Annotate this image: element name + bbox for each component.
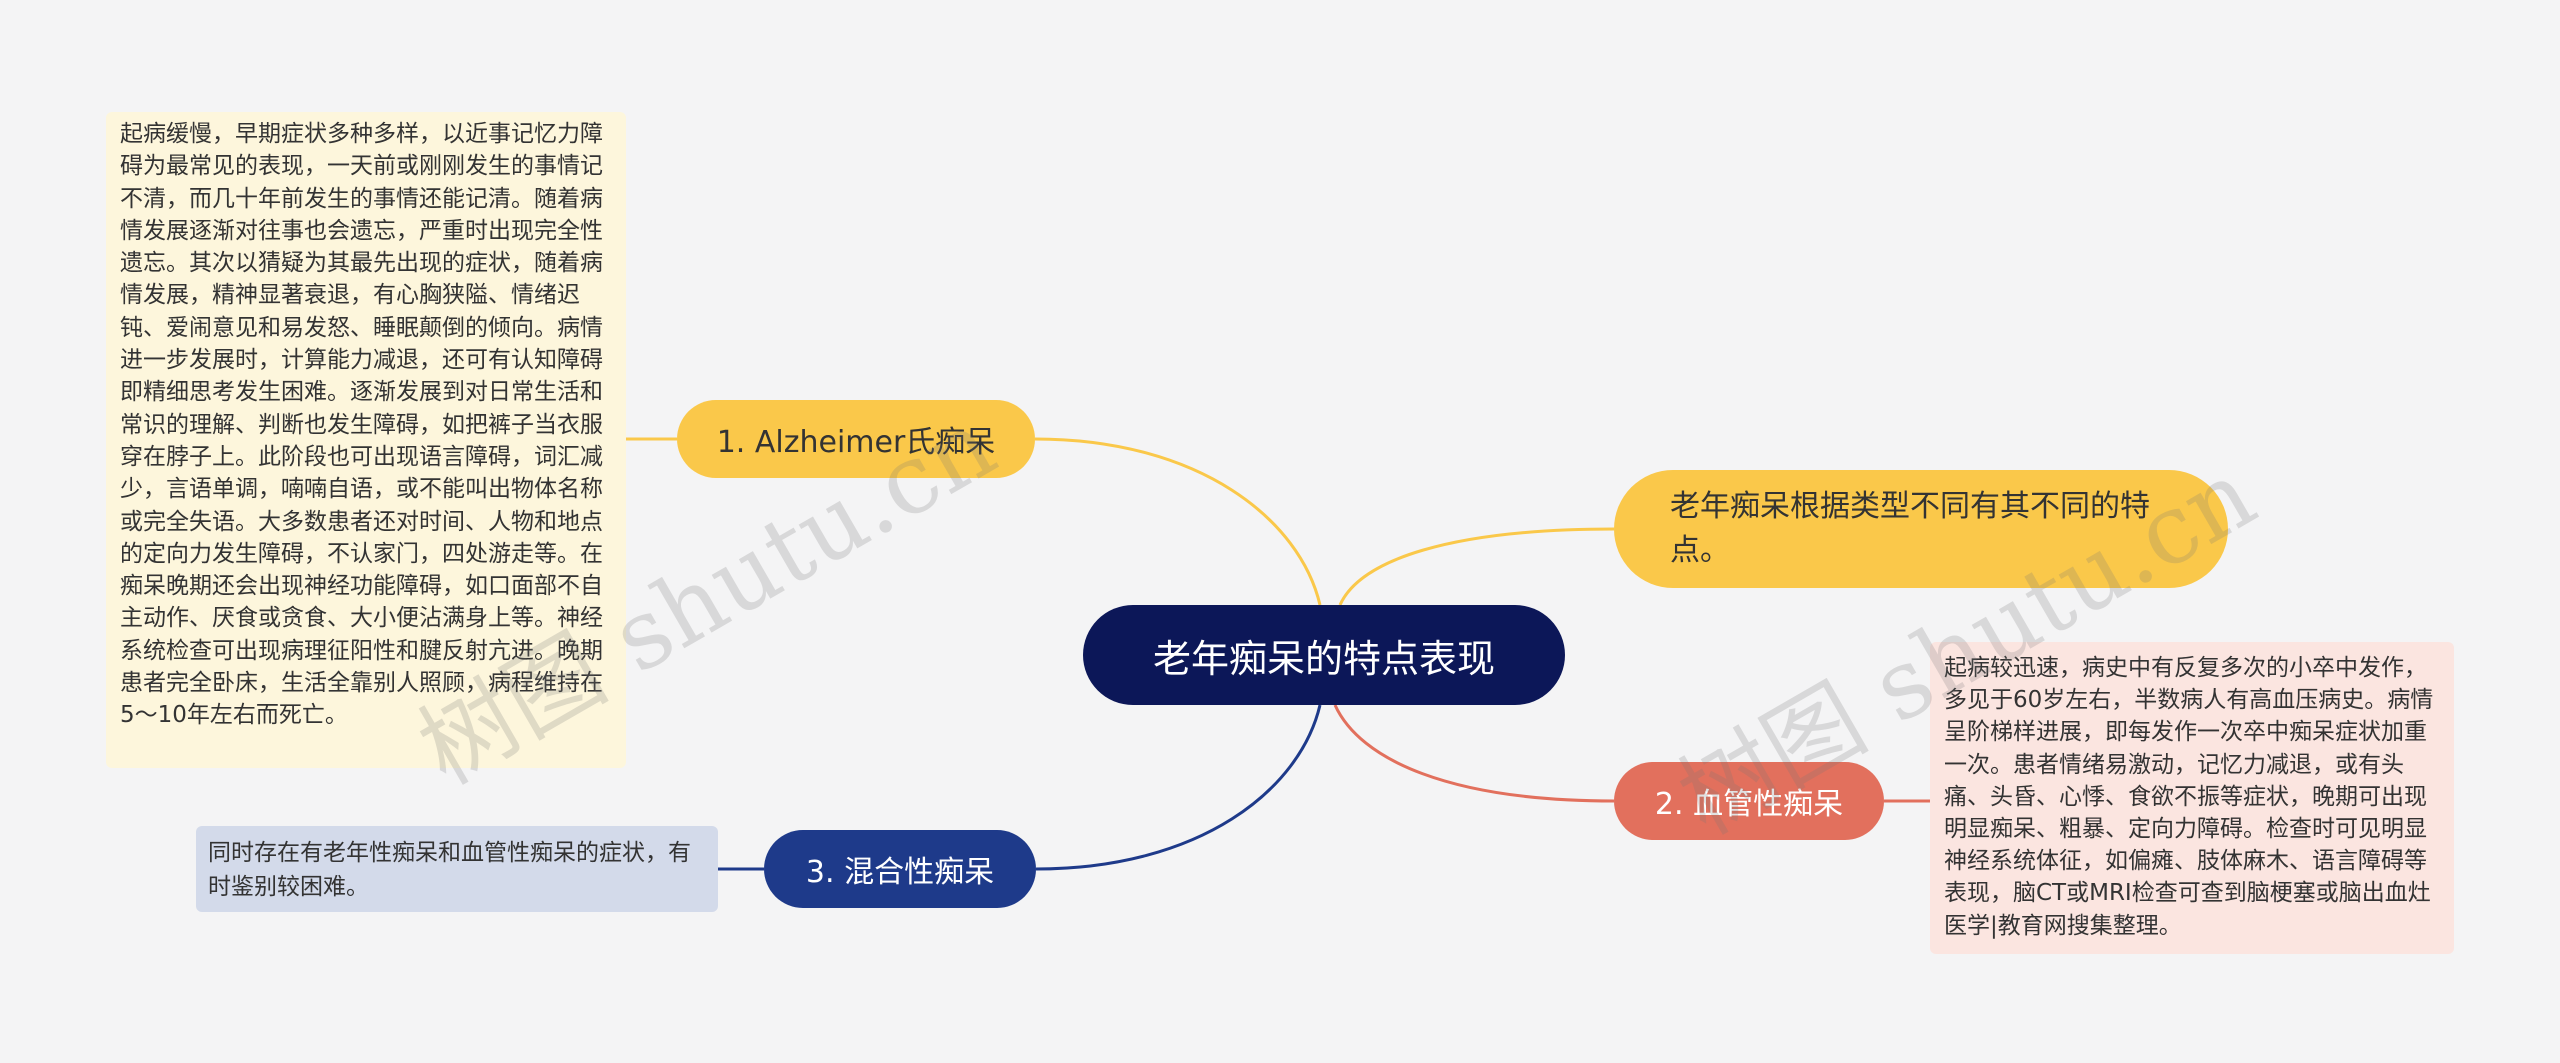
connector-root-branch-right	[1338, 527, 1615, 606]
note-vascular-description: 起病较迅速，病史中有反复多次的小卒中发作，多见于60岁左右，半数病人有高血压病史…	[1930, 642, 2454, 954]
branch-vascular-dementia[interactable]: 2. 血管性痴呆	[1614, 762, 1884, 840]
root-topic[interactable]: 老年痴呆的特点表现	[1083, 605, 1565, 705]
branch-type-summary[interactable]: 老年痴呆根据类型不同有其不同的特点。	[1614, 470, 2228, 588]
branch-mixed-dementia[interactable]: 3. 混合性痴呆	[764, 830, 1036, 908]
connector-root-branch1	[1034, 437, 1322, 606]
note-alzheimer-description: 起病缓慢，早期症状多种多样，以近事记忆力障碍为最常见的表现，一天前或刚刚发生的事…	[106, 112, 626, 768]
connector-root-branch3	[1035, 704, 1322, 871]
connector-root-branch2	[1333, 704, 1615, 803]
note-mixed-description: 同时存在有老年性痴呆和血管性痴呆的症状，有时鉴别较困难。	[196, 826, 718, 912]
branch-alzheimer-dementia[interactable]: 1. Alzheimer氏痴呆	[677, 400, 1035, 478]
